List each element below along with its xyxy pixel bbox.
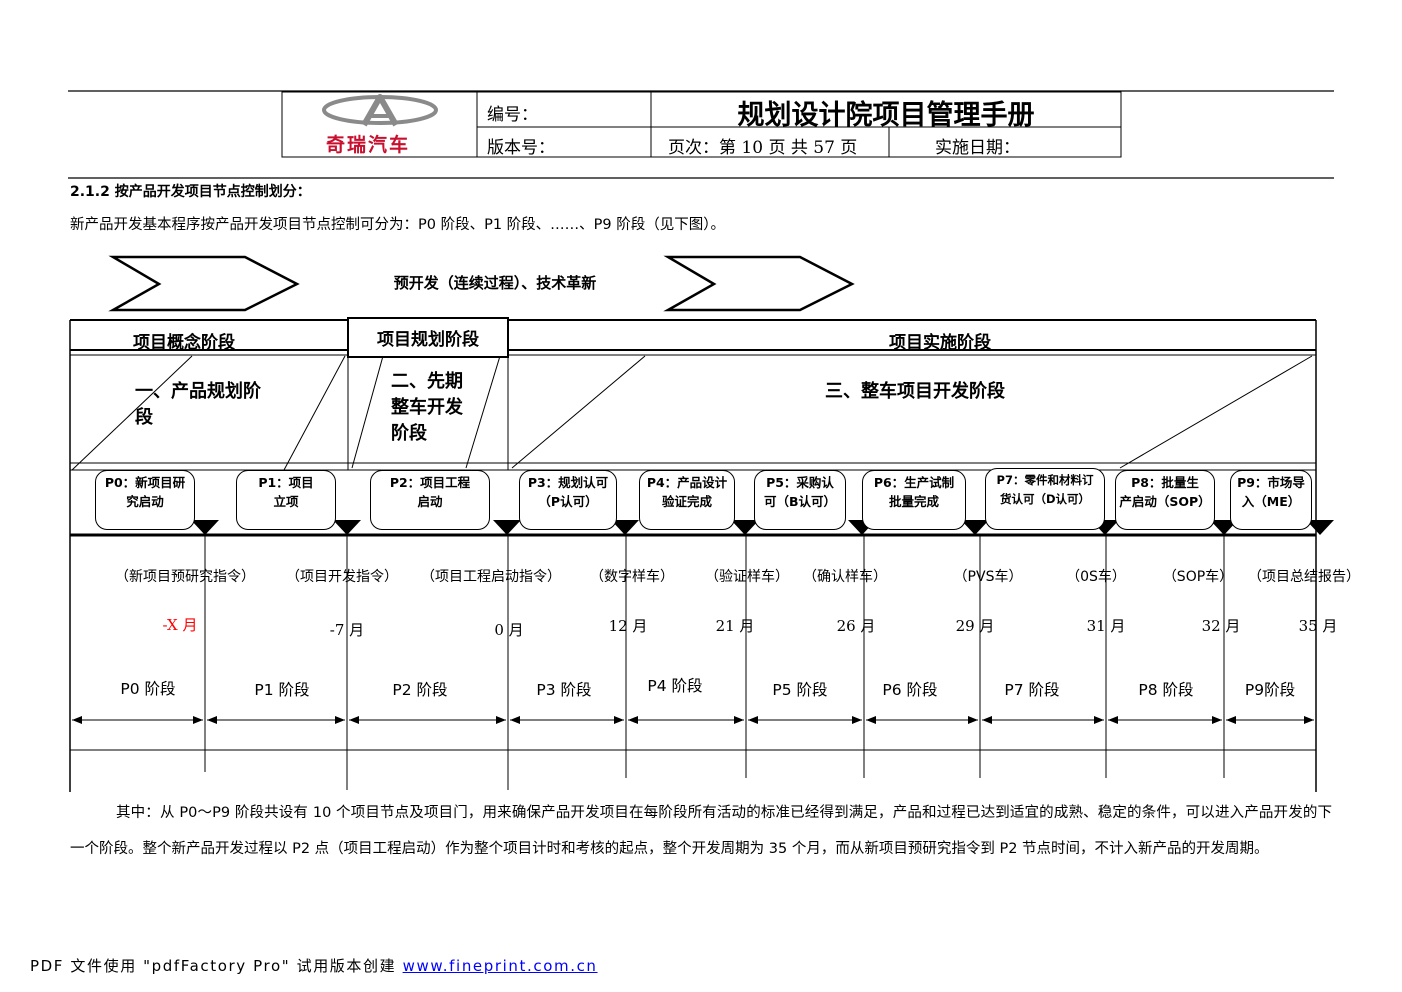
node-p4: P4：产品设计 验证完成 <box>639 470 735 530</box>
pre-development-banner: 预开发（连续过程）、技术革新 <box>393 274 597 292</box>
deliverable-validation-prototype: （验证样车） <box>705 569 789 585</box>
phase-p2: P2 阶段 <box>392 681 448 699</box>
deliverable-confirmation-prototype: （确认样车） <box>803 569 887 585</box>
phase-p8: P8 阶段 <box>1138 681 1194 699</box>
milestone-triangle-icon <box>191 520 219 535</box>
arrowhead-left-icon <box>628 716 638 724</box>
month-26: 26 月 <box>836 617 876 635</box>
phase-p3: P3 阶段 <box>536 681 592 699</box>
sub-stage-product-planning: 一、产品规划阶 段 <box>135 381 261 428</box>
arrowhead-left-icon <box>982 716 992 724</box>
footer: PDF 文件使用 "pdfFactory Pro" 试用版本创建 www.fin… <box>30 955 598 976</box>
arrowhead-right-icon <box>734 716 744 724</box>
deliverable-development-order: （项目开发指令） <box>286 569 398 585</box>
arrowhead-left-icon <box>207 716 217 724</box>
stage-planning: 项目规划阶段 <box>377 330 479 350</box>
phase-p4: P4 阶段 <box>647 677 703 695</box>
arrowhead-left-icon <box>866 716 876 724</box>
arrowhead-left-icon <box>1108 716 1118 724</box>
section-heading: 2.1.2 按产品开发项目节点控制划分： <box>70 184 311 200</box>
arrowhead-right-icon <box>335 716 345 724</box>
phase-p1: P1 阶段 <box>254 681 310 699</box>
phase-p0: P0 阶段 <box>120 680 176 698</box>
chevron-arrow-shape <box>108 255 300 312</box>
diagonal-line <box>1119 355 1313 469</box>
arrowhead-right-icon <box>1304 716 1314 724</box>
stage-planning-box: 项目规划阶段 <box>347 317 509 358</box>
deliverable-digital-prototype: （数字样车） <box>590 569 674 585</box>
node-p6: P6：生产试制 批量完成 <box>862 470 966 530</box>
node-p3: P3：规划认可 （P认可） <box>519 470 617 530</box>
arrowhead-left-icon <box>748 716 758 724</box>
stage-implementation: 项目实施阶段 <box>889 333 991 353</box>
arrowhead-right-icon <box>1094 716 1104 724</box>
deliverable-sop-vehicle: （SOP车） <box>1162 569 1234 585</box>
milestone-triangle-icon <box>333 520 361 535</box>
arrowhead-right-icon <box>614 716 624 724</box>
month-12: 12 月 <box>608 617 648 635</box>
deliverable-0s-vehicle: （0S车） <box>1066 569 1126 585</box>
node-p0: P0：新项目研 究启动 <box>95 470 195 530</box>
arrowhead-right-icon <box>968 716 978 724</box>
chevron-arrow-shape <box>663 255 855 312</box>
arrowhead-right-icon <box>496 716 506 724</box>
node-p2: P2：项目工程 启动 <box>370 470 490 530</box>
node-p5: P5：采购认 可（B认可） <box>754 470 846 530</box>
month-35: 35 月 <box>1298 617 1338 635</box>
sub-stage-advanced-vehicle: 二、先期 整车开发 阶段 <box>391 371 463 444</box>
arrowhead-left-icon <box>72 716 82 724</box>
month-21: 21 月 <box>715 617 755 635</box>
month-minus-x: -X 月 <box>162 616 198 634</box>
arrowhead-right-icon <box>852 716 862 724</box>
stage-concept: 项目概念阶段 <box>133 333 235 353</box>
node-p8: P8：批量生 产启动（SOP） <box>1115 470 1215 530</box>
deliverable-project-summary: （项目总结报告） <box>1248 569 1360 585</box>
version-label: 版本号： <box>487 138 555 158</box>
page-info: 页次：第 10 页 共 57 页 <box>668 138 858 158</box>
month-32: 32 月 <box>1201 617 1241 635</box>
phase-p5: P5 阶段 <box>772 681 828 699</box>
footer-link[interactable]: www.fineprint.com.cn <box>402 957 598 975</box>
diagonal-line <box>511 355 646 469</box>
month-0: 0 月 <box>494 621 524 639</box>
node-p7: P7：零件和材料订 货认可（D认可） <box>985 468 1105 530</box>
arrowhead-left-icon <box>1226 716 1236 724</box>
explanation-paragraph: 其中：从 P0～P9 阶段共设有 10 个项目节点及项目门，用来确保产品开发项目… <box>70 805 1332 857</box>
month-minus-7: -7 月 <box>329 621 365 639</box>
milestone-triangle-icon <box>493 520 521 535</box>
arrowhead-right-icon <box>1212 716 1222 724</box>
phase-p9: P9阶段 <box>1244 681 1296 699</box>
document-title: 规划设计院项目管理手册 <box>737 100 1035 131</box>
month-29: 29 月 <box>955 617 995 635</box>
doc-number-label: 编号： <box>487 105 538 125</box>
diagonal-line <box>351 355 384 469</box>
section-intro: 新产品开发基本程序按产品开发项目节点控制可分为：P0 阶段、P1 阶段、……、P… <box>70 217 725 233</box>
footer-text: PDF 文件使用 "pdfFactory Pro" 试用版本创建 <box>30 957 403 975</box>
logo-wordmark: 奇瑞汽车 <box>326 134 411 156</box>
header-logo: 奇瑞汽车 <box>300 94 460 156</box>
phase-p6: P6 阶段 <box>882 681 938 699</box>
arrowhead-left-icon <box>510 716 520 724</box>
deliverable-pre-study-order: （新项目预研究指令） <box>115 569 255 585</box>
chery-logo-icon <box>322 94 438 127</box>
month-31: 31 月 <box>1086 617 1126 635</box>
sub-stage-vehicle-development: 三、整车项目开发阶段 <box>825 381 1005 402</box>
implementation-date-label: 实施日期： <box>935 138 1020 158</box>
arrowhead-right-icon <box>193 716 203 724</box>
arrowhead-left-icon <box>349 716 359 724</box>
node-p9: P9：市场导 入（ME） <box>1230 470 1312 530</box>
deliverable-pvs-vehicle: （PVS车） <box>953 569 1023 585</box>
phase-p7: P7 阶段 <box>1004 681 1060 699</box>
node-p1: P1：项目 立项 <box>236 470 336 530</box>
deliverable-engineering-start-order: （项目工程启动指令） <box>421 569 561 585</box>
